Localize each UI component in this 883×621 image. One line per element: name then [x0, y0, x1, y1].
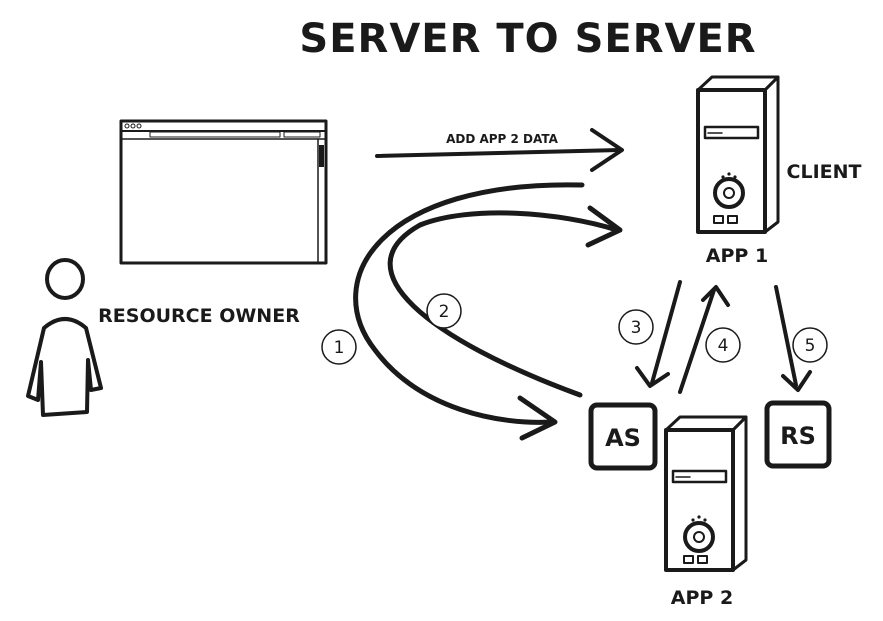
arrow-step-2 [387, 205, 623, 398]
arrow-step-3 [635, 280, 682, 388]
step-3-marker: 3 [618, 309, 654, 345]
resource-server-box: RS [764, 400, 832, 469]
app1-label: APP 1 [706, 245, 768, 267]
authorization-server-box: AS [588, 402, 658, 471]
svg-text:AS: AS [605, 424, 641, 452]
person-icon [26, 258, 103, 417]
arrow-caption: ADD APP 2 DATA [446, 132, 559, 146]
client-label: CLIENT [787, 161, 862, 183]
step-2-marker: 2 [426, 293, 462, 329]
server-tower-icon [664, 415, 748, 572]
svg-text:5: 5 [805, 336, 816, 356]
step-4-marker: 4 [705, 327, 741, 363]
svg-text:2: 2 [439, 302, 450, 322]
svg-text:1: 1 [334, 338, 345, 358]
arrow-step-1 [353, 182, 585, 441]
server-tower-icon [696, 75, 780, 234]
arrow-step-4 [678, 285, 730, 394]
svg-text:4: 4 [718, 336, 729, 356]
step-5-marker: 5 [792, 327, 828, 363]
add-app2-data-arrow [375, 128, 624, 172]
svg-text:3: 3 [631, 318, 642, 338]
diagram-title: SERVER TO SERVER [299, 16, 756, 62]
browser-window-icon [119, 119, 328, 265]
app2-label: APP 2 [671, 587, 733, 609]
step-1-marker: 1 [321, 329, 357, 365]
arrow-step-5 [774, 285, 812, 392]
svg-text:RS: RS [780, 422, 816, 450]
resource-owner-label: RESOURCE OWNER [98, 305, 300, 327]
